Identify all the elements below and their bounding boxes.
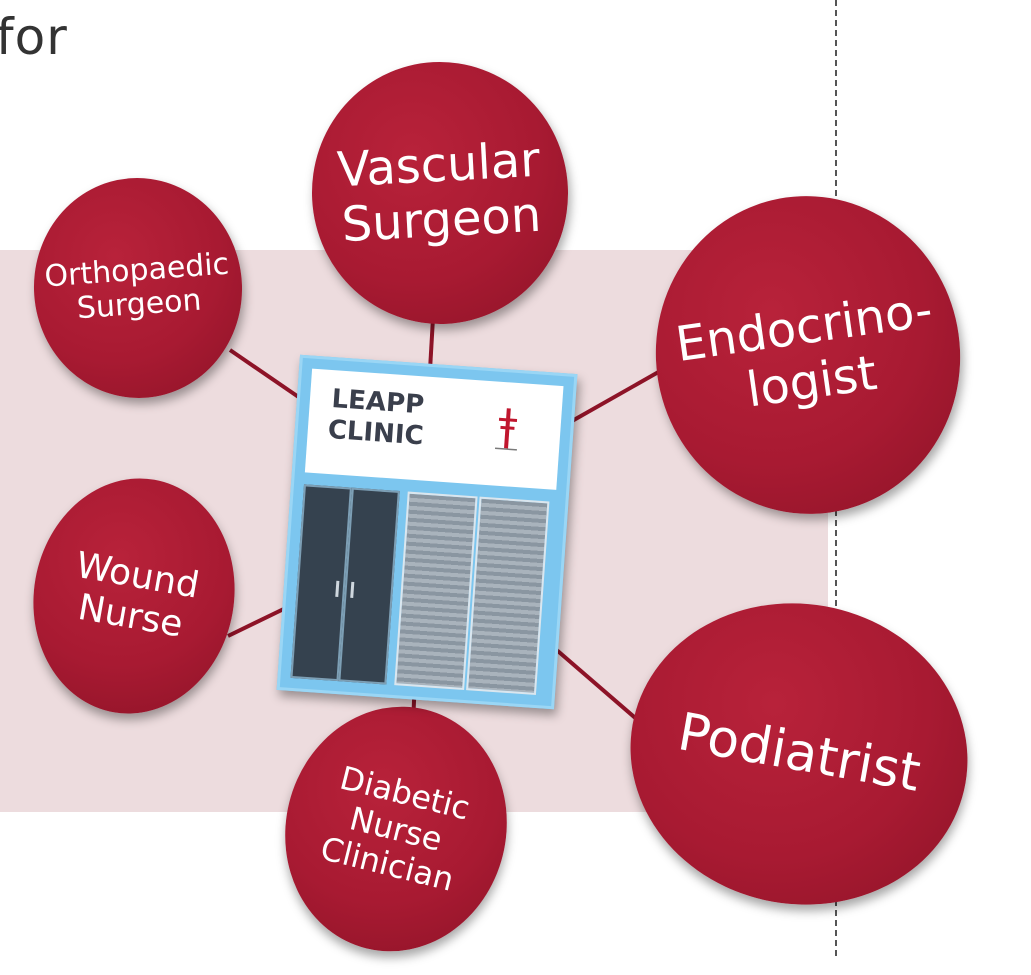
clinic-window-left (394, 491, 478, 690)
heading-fragment: for (0, 8, 68, 66)
clinic-building: LEAPP CLINIC (276, 354, 578, 710)
clinic-sign-line2: CLINIC (326, 415, 425, 452)
connector-vascular (428, 317, 435, 371)
connector-orthopaedic (228, 348, 302, 400)
node-label-orthopaedic: Orthopaedic Surgeon (43, 246, 231, 327)
clinic-window-right (466, 496, 550, 695)
door-handle-icon (350, 581, 355, 599)
node-label-vascular: Vascular Surgeon (335, 131, 543, 254)
node-label-podiatrist: Podiatrist (673, 702, 925, 804)
connector-podiatrist (550, 644, 642, 724)
clinic-logo-icon (494, 408, 518, 451)
node-label-diabetic-nurse: Diabetic Nurse Clinician (316, 758, 474, 900)
clinic-sign-text: LEAPP CLINIC (327, 384, 427, 453)
node-label-wound-nurse: Wound Nurse (73, 544, 203, 646)
clinic-sign: LEAPP CLINIC (304, 368, 564, 490)
connector-endocrinologist (564, 368, 663, 427)
node-label-endocrinologist: Endocrino- logist (672, 281, 936, 419)
door-handle-icon (335, 580, 340, 597)
